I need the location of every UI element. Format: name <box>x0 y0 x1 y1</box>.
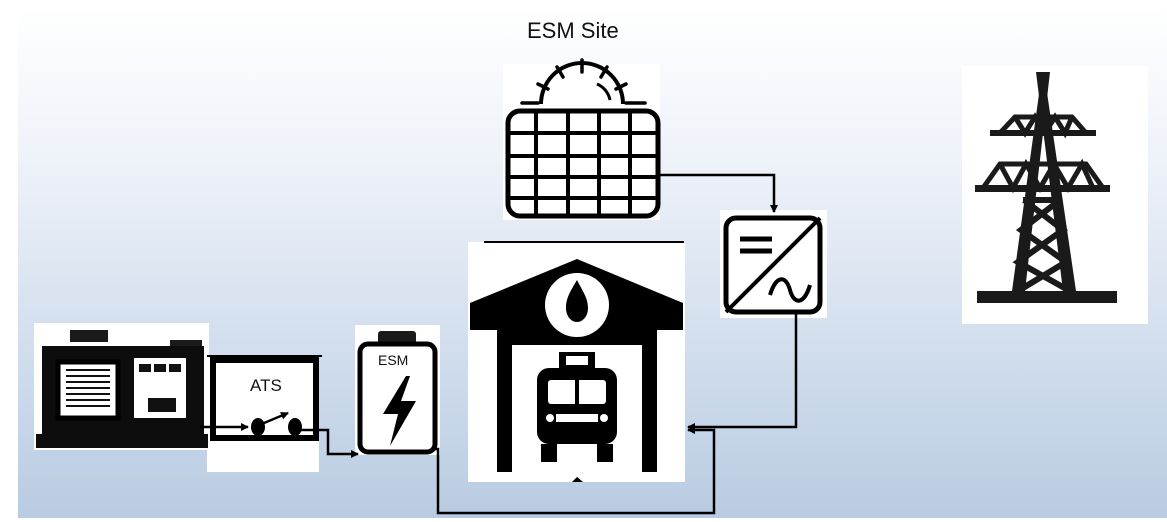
ats-switch-icon <box>207 355 322 441</box>
connectors <box>200 173 798 515</box>
esm-label: ESM <box>378 352 409 368</box>
ats-label: ATS <box>250 376 282 395</box>
power-tower-icon <box>975 72 1117 303</box>
inverter-to-station-line <box>687 312 798 431</box>
ats-to-battery-line <box>301 428 359 458</box>
fire-station-icon <box>470 241 684 482</box>
battery-to-station-line <box>434 426 716 515</box>
inverter-icon <box>723 215 823 315</box>
solar-to-inverter-line <box>658 173 778 213</box>
battery-icon <box>357 331 438 455</box>
solar-panel-icon <box>505 58 661 219</box>
diagram-title: ESM Site <box>527 18 619 43</box>
generator-icon <box>36 330 208 448</box>
